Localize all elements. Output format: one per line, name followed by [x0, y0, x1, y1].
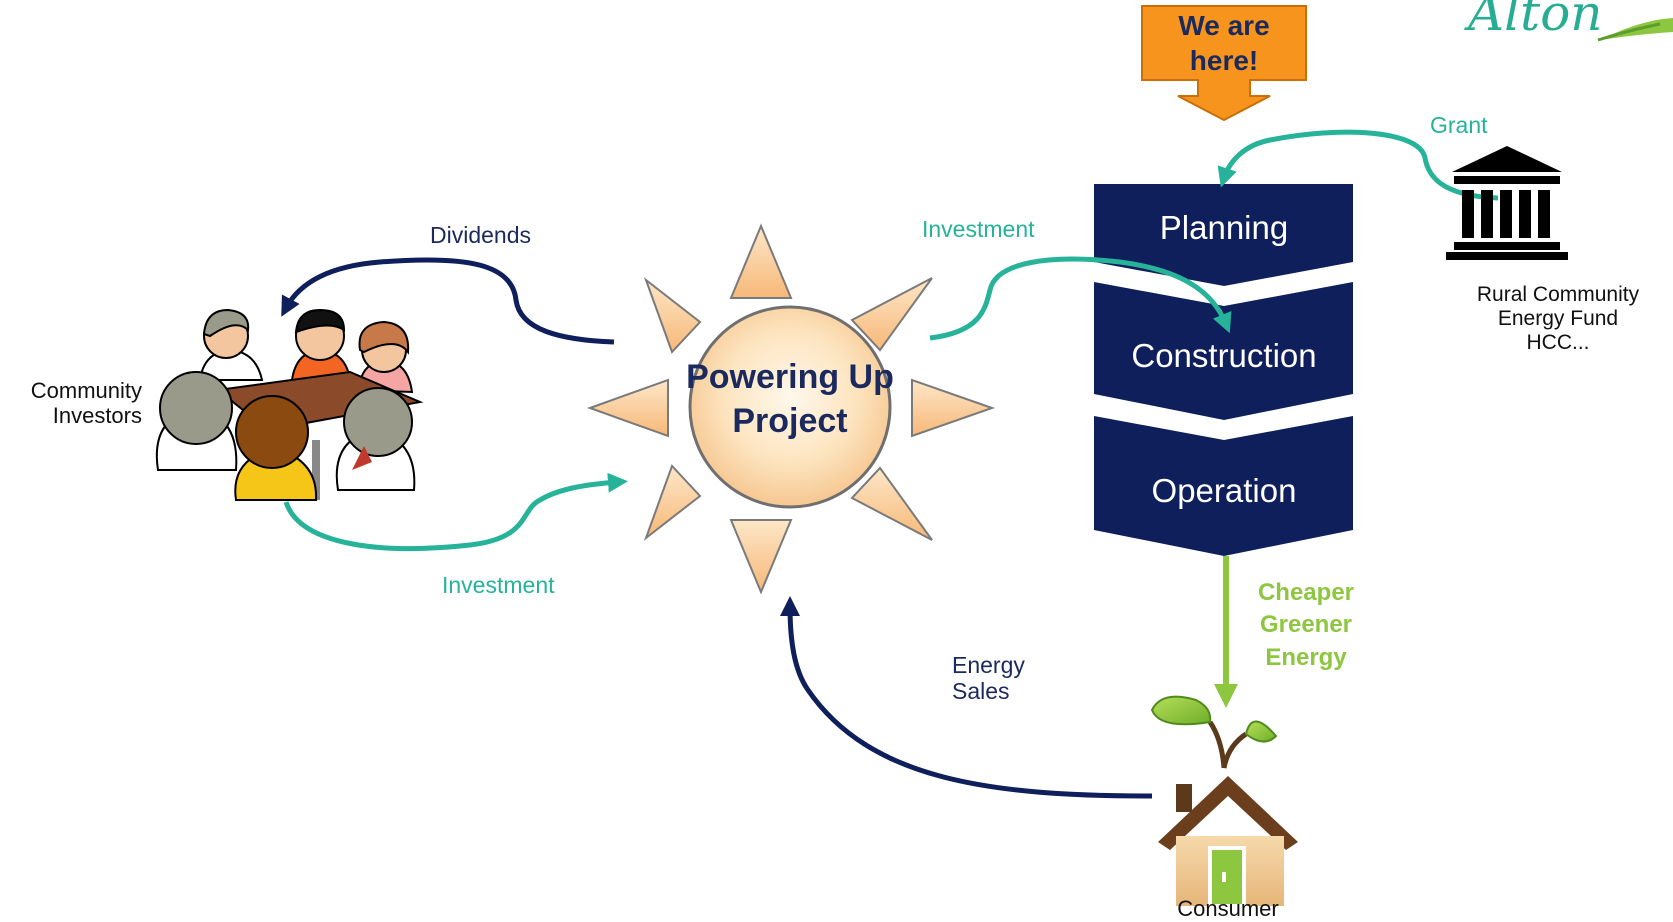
project-title-line-1: Powering Up	[686, 358, 894, 396]
grant-label: Grant	[1430, 112, 1488, 138]
chevron-construction	[1094, 282, 1353, 420]
energy-sales-line-2: Sales	[952, 678, 1010, 705]
cheaper-line-3: Energy	[1265, 643, 1347, 671]
dividends-label: Dividends	[430, 222, 531, 248]
callout-line-2: here!	[1189, 45, 1259, 76]
person-pink-icon	[356, 320, 414, 394]
energy-sales-arrow	[780, 596, 1153, 799]
dividends-arrow	[281, 257, 615, 345]
we-are-here-callout	[1141, 5, 1307, 122]
we-are-here-label: We are here!	[1140, 8, 1308, 78]
stage-operation-label: Operation	[1151, 472, 1297, 509]
cheaper-line-1: Cheaper	[1257, 579, 1355, 606]
bank-building-icon	[1446, 146, 1568, 260]
consumer-label: Consumer	[1177, 896, 1279, 921]
investment-top-arrow	[929, 256, 1232, 341]
investors-line-2: Investors	[52, 403, 142, 429]
person-yellow-front-icon	[234, 395, 318, 501]
person-grey-icon	[198, 308, 264, 381]
stage-construction-label: Construction	[1131, 337, 1317, 374]
grant-arrow	[1217, 129, 1499, 201]
community-investors-icon	[155, 308, 424, 501]
cheaper-greener-energy-label: Cheaper Greener Energy	[1236, 577, 1376, 674]
community-investors-label: Community Investors	[8, 378, 142, 429]
energy-sales-label: Energy Sales	[952, 652, 1025, 705]
process-chevrons	[1094, 184, 1353, 556]
fund-line-3: HCC...	[1526, 331, 1590, 355]
chevron-operation	[1094, 416, 1353, 556]
sprout-icon	[1207, 720, 1227, 769]
sun-icon	[587, 223, 996, 595]
investment-left-label: Investment	[442, 572, 555, 598]
project-title-line-2: Project	[732, 402, 848, 441]
stage-planning-label: Planning	[1159, 209, 1289, 246]
callout-line-1: We are	[1178, 10, 1270, 41]
investment-left-arrow	[283, 472, 628, 551]
fund-line-1: Rural Community	[1476, 283, 1640, 306]
fund-line-2: Energy Fund	[1497, 307, 1619, 331]
investment-top-label: Investment	[922, 216, 1035, 242]
chevron-planning	[1094, 184, 1353, 286]
person-left-front-icon	[155, 371, 238, 471]
person-orange-icon	[290, 308, 352, 381]
energy-fund-label: Rural Community Energy Fund HCC...	[1448, 283, 1668, 355]
sun-core	[688, 305, 892, 509]
consumer-house-icon	[1150, 695, 1298, 908]
investors-line-1: Community	[30, 378, 142, 403]
logo-text: Alton	[1468, 0, 1603, 42]
person-right-front-icon	[335, 387, 416, 491]
energy-sales-line-1: Energy	[952, 652, 1025, 678]
logo-swoosh-icon	[1597, 18, 1673, 42]
cheaper-line-2: Greener	[1259, 611, 1353, 639]
project-title: Powering Up Project	[660, 355, 920, 443]
